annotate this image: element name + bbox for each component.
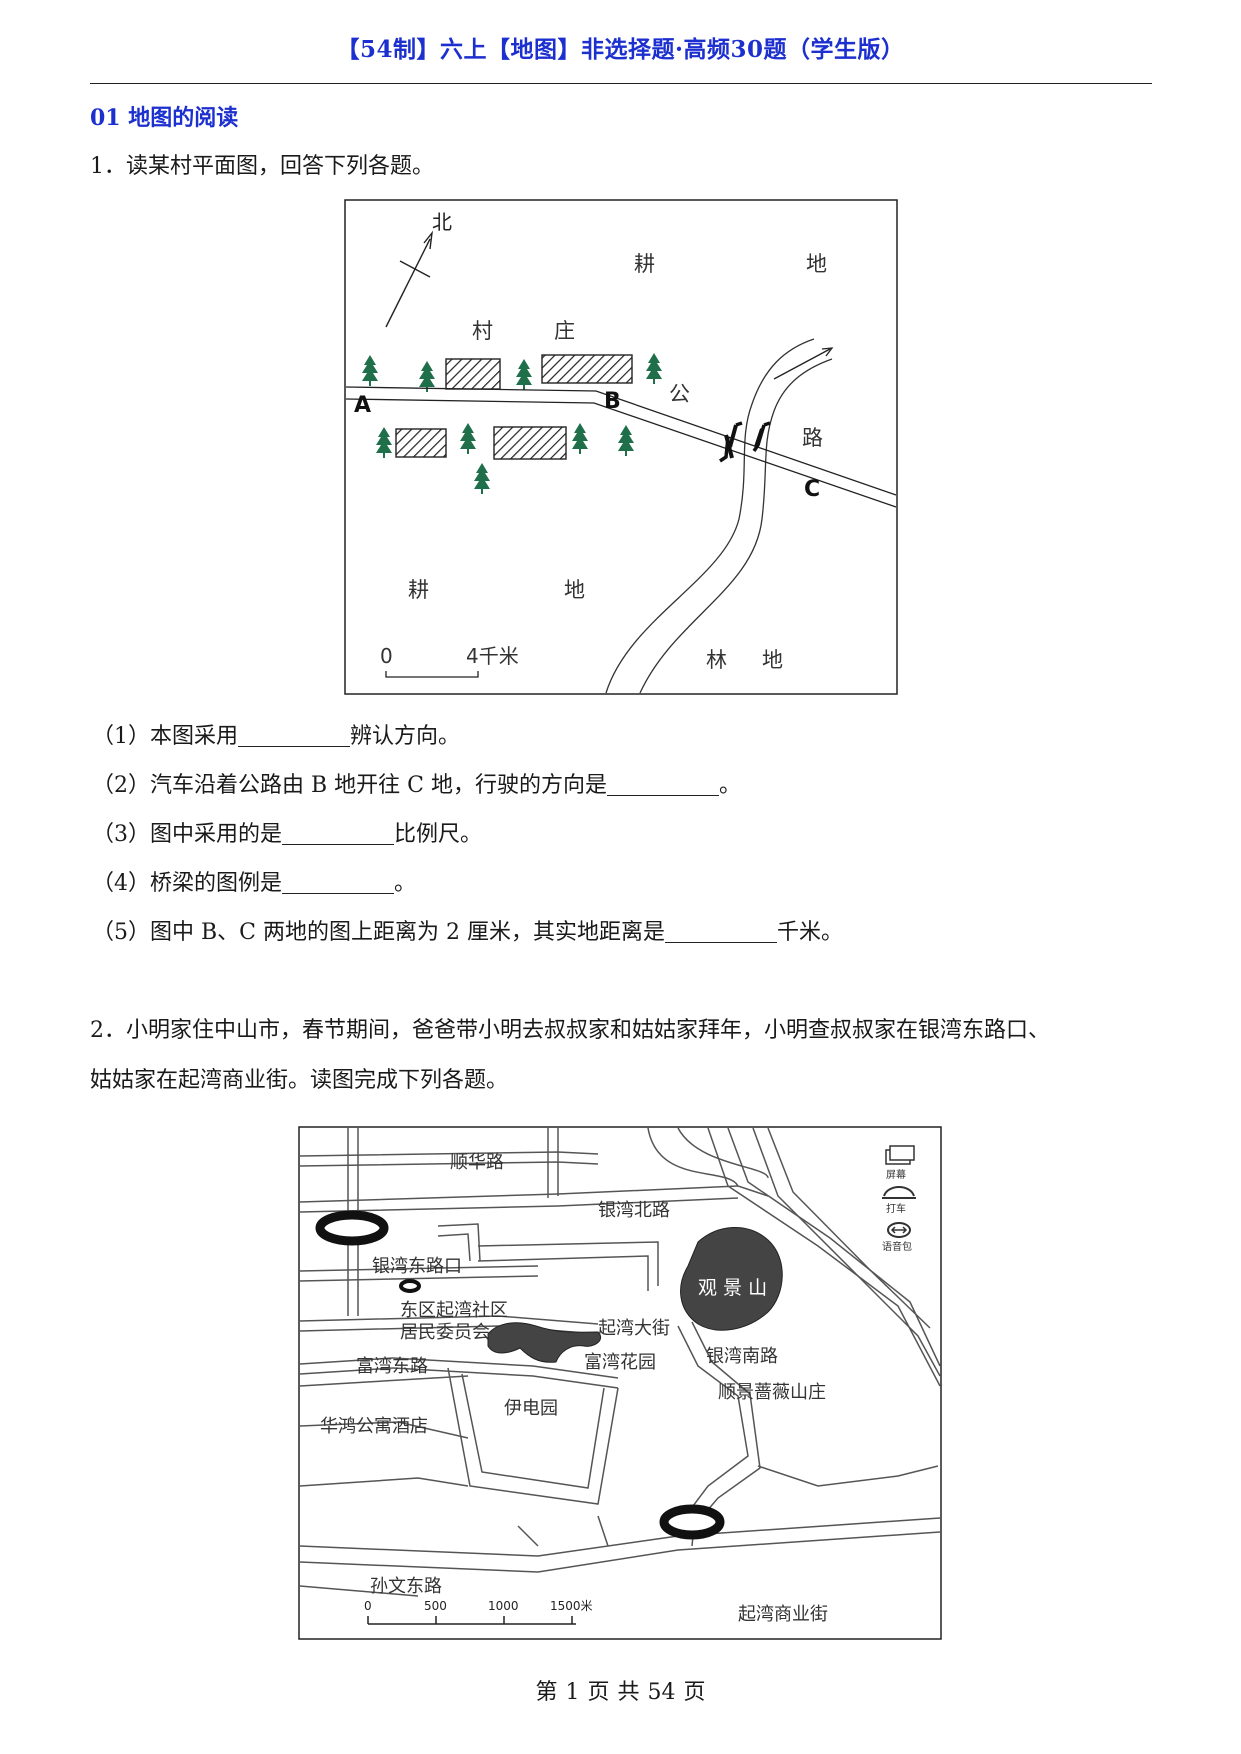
location-marker-icon: [659, 1504, 725, 1540]
question-1-sub-4: （4）桥梁的图例是 。: [92, 865, 416, 897]
question-2-stem-line-2: 姑姑家在起湾商业街。读图完成下列各题。: [90, 1068, 509, 1093]
sub-2-text-a: （2）汽车沿着公路由 B 地开往 C 地，行驶的方向是: [92, 773, 607, 798]
taxi-label: 打车: [886, 1202, 906, 1215]
farmland-bottom-label-1: 耕: [408, 578, 429, 602]
question-1-stem: 1．读某村平面图，回答下列各题。: [90, 154, 434, 179]
sub-2-text-b: 。: [718, 773, 741, 798]
label-residents-committee: 居民委员会: [400, 1322, 490, 1343]
scale-label-500: 500: [424, 1599, 447, 1613]
header-rule: [90, 83, 1152, 84]
scale-bar: [367, 1616, 576, 1625]
village-label-1: 村: [472, 319, 493, 343]
building-1: [445, 358, 501, 390]
footer-total-pages: 54: [647, 1680, 676, 1705]
sub-1-text-a: （1）本图采用: [92, 724, 238, 749]
label-huahong-hotel: 华鸿公寓酒店: [320, 1416, 428, 1437]
footer-text: 页: [587, 1680, 610, 1705]
footer-text: 第: [535, 1680, 558, 1705]
community-area: [487, 1322, 602, 1363]
section-title: 01 地图的阅读: [90, 105, 239, 131]
question-1-sub-2: （2）汽车沿着公路由 B 地开往 C 地，行驶的方向是 。: [92, 767, 741, 799]
answer-blank[interactable]: [664, 922, 777, 943]
scale-length-label: 4千米: [466, 644, 519, 668]
forest-label-2: 地: [762, 648, 783, 672]
scale-label-1000: 1000: [488, 1599, 519, 1613]
screen-icon[interactable]: [885, 1145, 915, 1165]
scale-zero-label: 0: [380, 644, 393, 668]
forest-label-1: 林: [706, 648, 727, 672]
building-3: [395, 428, 447, 458]
footer-text: 共: [617, 1680, 640, 1705]
sub-5-text-a: （5）图中 B、C 两地的图上距离为 2 厘米，其实地距离是: [92, 920, 665, 945]
building-2: [541, 354, 633, 384]
screen-label: 屏幕: [886, 1168, 906, 1181]
taxi-icon[interactable]: [882, 1186, 916, 1199]
scale-label-0: 0: [364, 1599, 372, 1613]
farmland-bottom-label-2: 地: [564, 578, 585, 602]
sub-3-text-b: 比例尺。: [394, 822, 483, 847]
building-4: [493, 426, 567, 460]
question-1-sub-3: （3）图中采用的是 比例尺。: [92, 816, 482, 848]
label-guanjing-mountain: 观 景 山: [698, 1277, 767, 1299]
label-dongqu-community: 东区起湾社区: [400, 1300, 508, 1321]
footer-text: 页: [683, 1680, 706, 1705]
question-1-sub-1: （1）本图采用 辨认方向。: [92, 718, 460, 750]
sub-4-text-a: （4）桥梁的图例是: [92, 871, 282, 896]
location-marker-icon: [315, 1210, 389, 1246]
village-label-2: 庄: [554, 319, 575, 343]
guanjing-mountain-area: [680, 1227, 783, 1331]
point-b-label: B: [604, 389, 621, 414]
voice-pack-icon[interactable]: [887, 1222, 911, 1238]
village-plan-map: 北 耕 地 村 庄 A B C 公 路 耕 地: [344, 199, 898, 695]
label-fuwan-east-road: 富湾东路: [356, 1356, 428, 1377]
sub-5-text-b: 千米。: [776, 920, 843, 945]
label-yidian-park: 伊电园: [504, 1398, 558, 1419]
north-label: 北: [432, 210, 452, 234]
road: [345, 386, 897, 496]
answer-blank[interactable]: [238, 726, 350, 747]
point-a-label: A: [354, 393, 371, 418]
point-c-label: C: [804, 477, 820, 502]
city-map: 屏幕 打车 语音包 顺华路 银湾北路 银湾东路口 观 景 山 东区起湾社区 居民…: [298, 1126, 942, 1640]
label-sunwen-east-road: 孙文东路: [370, 1576, 442, 1597]
sub-4-text-b: 。: [394, 871, 417, 896]
sub-1-text-b: 辨认方向。: [350, 724, 461, 749]
label-qiwan-commercial-street: 起湾商业街: [738, 1604, 828, 1625]
page-header-title: 【54制】六上【地图】非选择题·高频30题（学生版）: [336, 36, 905, 63]
label-fuwan-garden: 富湾花园: [584, 1352, 656, 1373]
label-yinwan-north-road: 银湾北路: [598, 1200, 670, 1221]
answer-blank[interactable]: [606, 775, 719, 796]
label-yinwan-south-road: 银湾南路: [706, 1346, 778, 1367]
label-yinwan-east-crossing: 银湾东路口: [372, 1256, 462, 1277]
voice-pack-label: 语音包: [882, 1240, 912, 1253]
answer-blank[interactable]: [282, 873, 394, 894]
scale-bar: [385, 671, 479, 678]
question-1-sub-5: （5）图中 B、C 两地的图上距离为 2 厘米，其实地距离是 千米。: [92, 914, 843, 946]
sub-3-text-a: （3）图中采用的是: [92, 822, 282, 847]
label-qiwan-avenue: 起湾大街: [598, 1318, 670, 1339]
farmland-top-label-2: 地: [806, 252, 827, 276]
road-label-2: 路: [802, 426, 823, 450]
scale-label-1500: 1500米: [550, 1599, 593, 1613]
footer-page-number: 1: [565, 1680, 580, 1705]
question-2-stem-line-1: 2．小明家住中山市，春节期间，爸爸带小明去叔叔家和姑姑家拜年，小明查叔叔家在银湾…: [90, 1018, 1051, 1043]
answer-blank[interactable]: [282, 824, 394, 845]
label-shunhua-road: 顺华路: [450, 1152, 504, 1173]
label-shunjing-villa: 顺景蔷薇山庄: [718, 1382, 826, 1403]
farmland-top-label-1: 耕: [634, 252, 655, 276]
river: [605, 338, 815, 694]
location-marker-icon: [399, 1279, 421, 1293]
north-arrow-icon: [385, 230, 434, 328]
road-label-1: 公: [669, 382, 690, 406]
